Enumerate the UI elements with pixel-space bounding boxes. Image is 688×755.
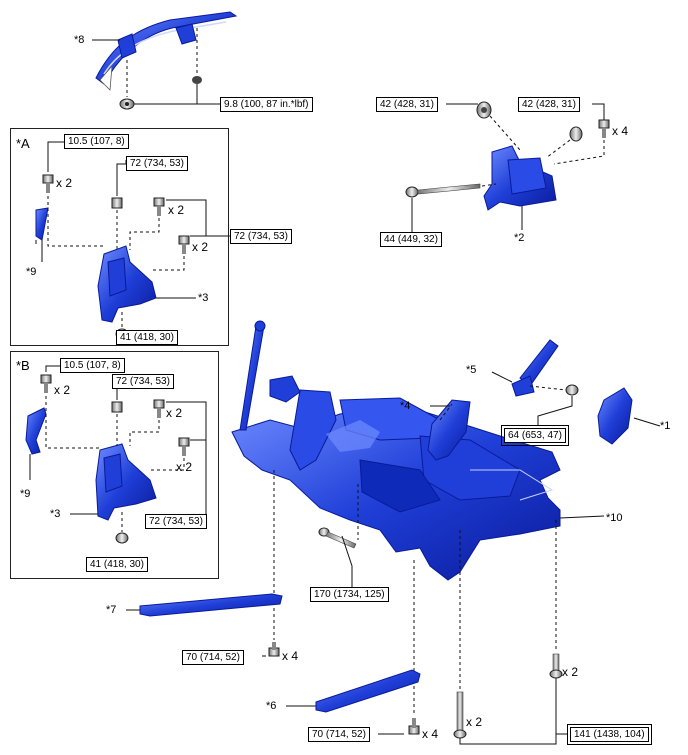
bolt-icon	[268, 642, 280, 657]
torque-70-a: 70 (714, 52)	[182, 650, 244, 665]
label-6: *6	[266, 700, 277, 712]
qty-b-72-a: x 2	[166, 406, 183, 420]
frame-b	[10, 351, 219, 579]
label-8: *8	[74, 34, 85, 46]
torque-a-72-top: 72 (734, 53)	[126, 156, 188, 171]
label-1: *1	[660, 420, 671, 432]
bracket-7-part	[139, 593, 283, 617]
nut-icon	[192, 76, 202, 84]
frame-a-drawing	[35, 207, 157, 323]
pipe-assembly-part	[95, 11, 238, 91]
label-a: *A	[16, 136, 30, 151]
qty-70-a: x 4	[282, 649, 299, 663]
torque-170: 170 (1734, 125)	[310, 587, 389, 602]
bushing-icon	[569, 126, 583, 142]
label-2: *2	[514, 232, 525, 244]
long-bolt-icon	[453, 691, 467, 739]
nut-icon	[119, 98, 135, 110]
qty-141-a: x 2	[562, 665, 579, 679]
label-4: *4	[400, 400, 411, 412]
bolt-icon	[178, 235, 190, 254]
long-bolt-icon	[405, 183, 481, 198]
qty-70-b: x 4	[422, 727, 439, 741]
bushing-icon	[476, 101, 492, 119]
label-9-b: *9	[20, 488, 31, 500]
torque-70-b: 70 (714, 52)	[308, 727, 370, 742]
bolt-icon	[40, 374, 52, 393]
qty-b-72-b: x 2	[176, 460, 193, 474]
bolt-icon	[408, 718, 420, 735]
bracket-6-part	[315, 669, 421, 713]
torque-44: 44 (449, 32)	[380, 232, 442, 247]
torque-a-41: 41 (418, 30)	[116, 330, 178, 345]
bolt-icon	[565, 384, 579, 396]
stabilizer-link-part	[239, 320, 266, 431]
qty-a-72-b: x 2	[192, 240, 209, 254]
torque-a-10-5: 10.5 (107, 8)	[64, 134, 129, 149]
intermediate-shaft-part	[511, 339, 559, 397]
torque-42-left: 42 (428, 31)	[376, 97, 438, 112]
crossmember-assembly-part	[231, 375, 561, 581]
bolt-icon	[598, 119, 610, 138]
torque-64: 64 (653, 47)	[501, 425, 569, 446]
torque-42-right: 42 (428, 31)	[518, 97, 580, 112]
torque-a-72-right: 72 (734, 53)	[230, 229, 292, 244]
label-5: *5	[466, 364, 477, 376]
torque-b-41: 41 (418, 30)	[86, 557, 148, 572]
torque-b-72-bottom: 72 (734, 53)	[145, 514, 207, 529]
frame-a	[10, 128, 229, 346]
long-bolt-icon	[318, 527, 357, 549]
engine-mount-part	[483, 145, 557, 211]
qty-b-10-5: x 2	[54, 383, 71, 397]
torque-b-72-top: 72 (734, 53)	[112, 374, 174, 389]
qty-a-72-a: x 2	[168, 203, 185, 217]
bolt-icon	[111, 197, 123, 209]
bolt-icon	[178, 437, 190, 456]
bolt-icon	[153, 399, 165, 418]
label-10: *10	[606, 512, 623, 524]
torque-b-10-5: 10.5 (107, 8)	[60, 358, 125, 373]
bolt-icon	[153, 197, 165, 216]
cover-part	[597, 387, 633, 445]
torque-141: 141 (1438, 104)	[567, 724, 652, 745]
long-bolt-icon	[549, 653, 563, 679]
bolt-icon	[111, 401, 123, 413]
frame-b-drawing	[25, 407, 157, 521]
label-9-a: *9	[26, 266, 37, 278]
label-3-b: *3	[50, 508, 61, 520]
label-3-a: *3	[198, 292, 209, 304]
qty-42: x 4	[612, 124, 629, 138]
steering-gear-part	[427, 399, 471, 461]
qty-a-10-5: x 2	[56, 176, 73, 190]
nut-icon	[115, 532, 129, 544]
label-b: *B	[16, 358, 30, 373]
label-7: *7	[106, 604, 117, 616]
bolt-icon	[42, 174, 54, 193]
torque-9-8: 9.8 (100, 87 in.*lbf)	[220, 97, 313, 112]
qty-141-b: x 2	[466, 715, 483, 729]
